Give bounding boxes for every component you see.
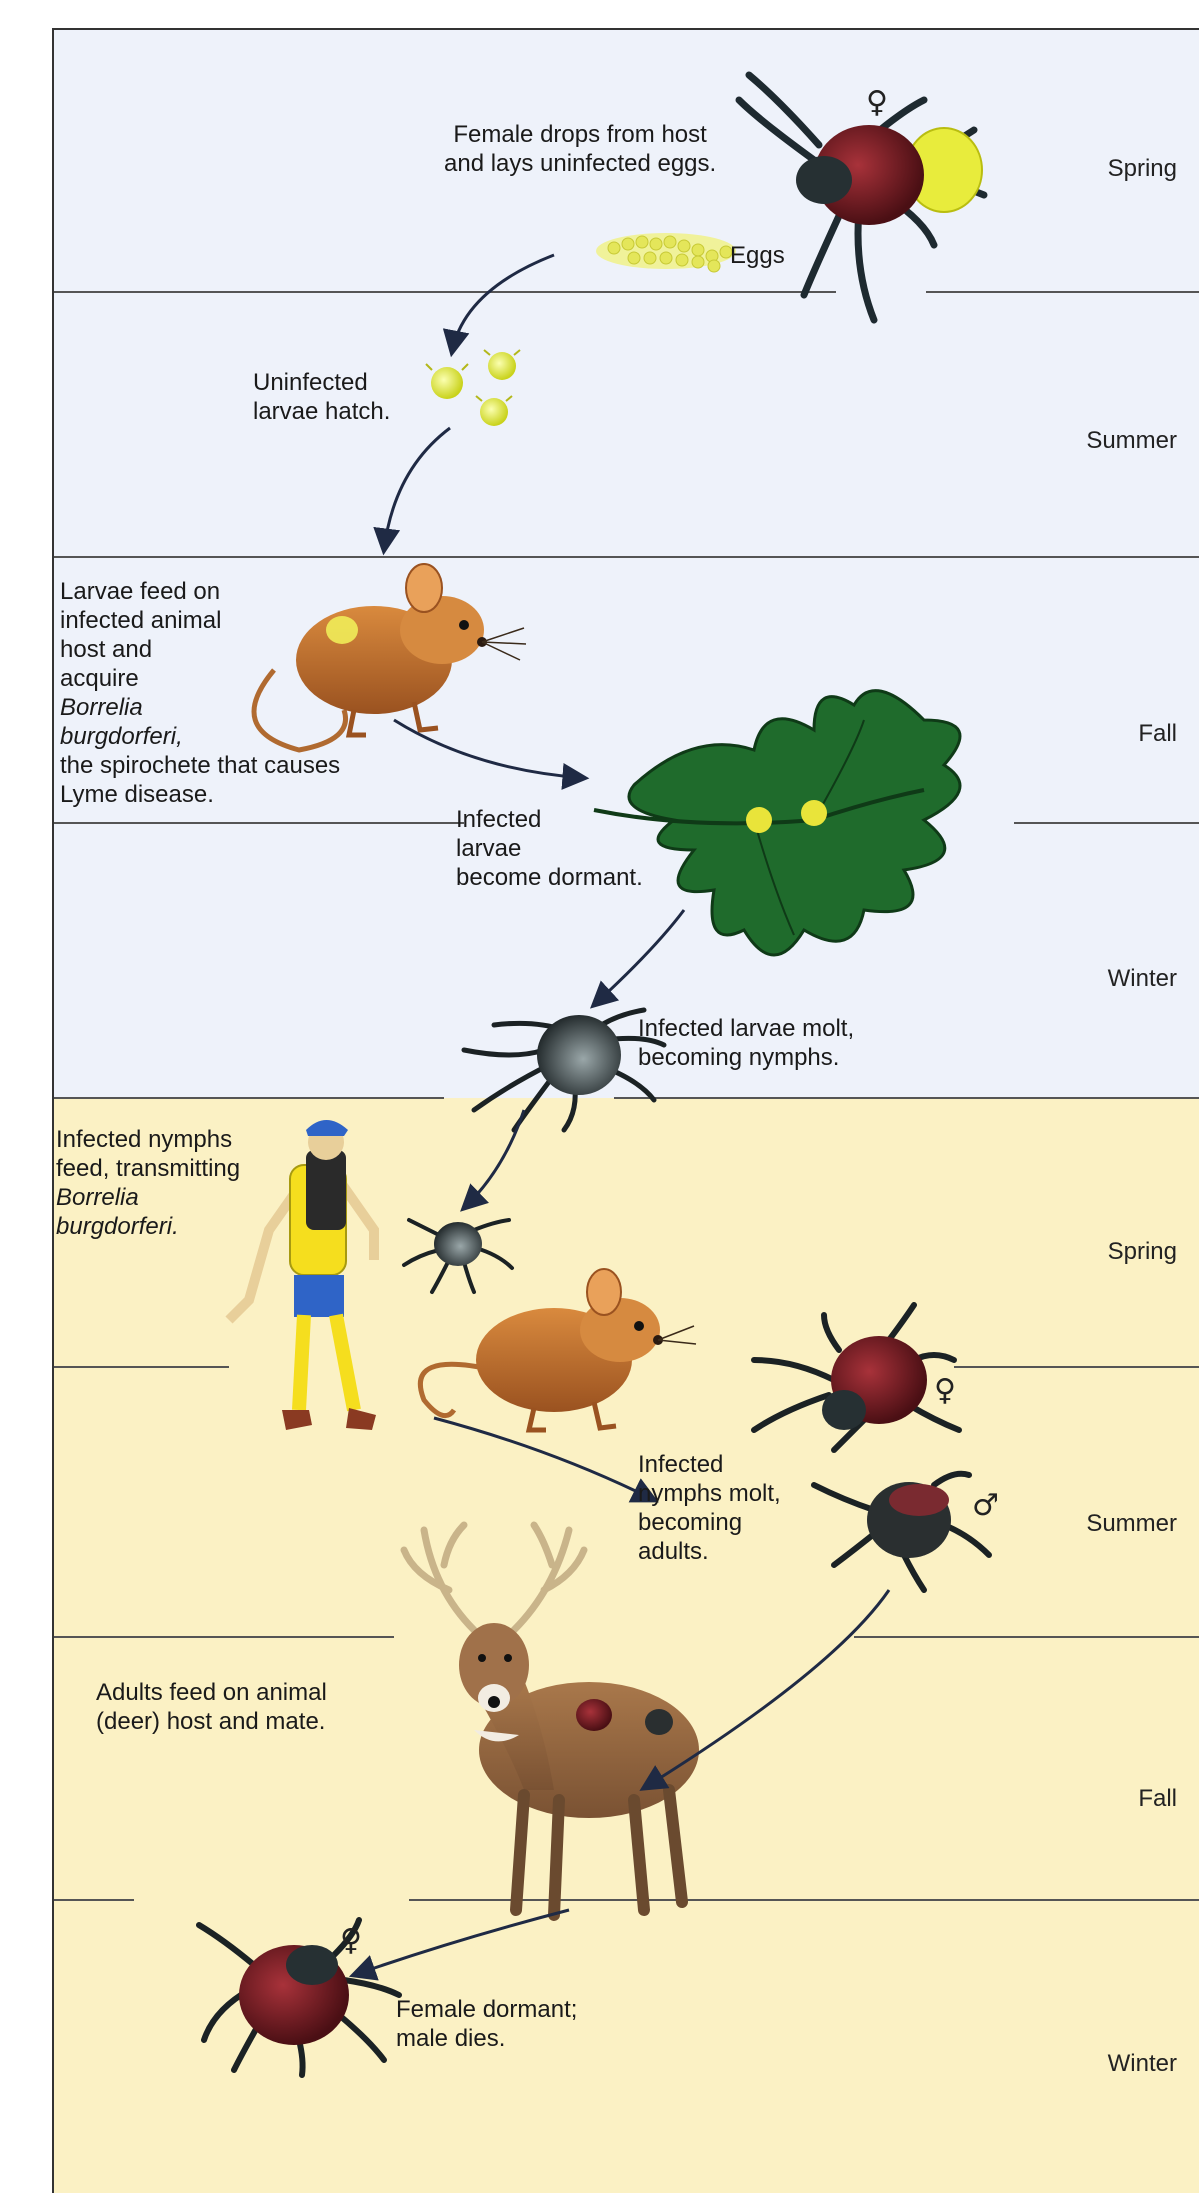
nymph-molting-icon [464, 1010, 664, 1130]
caption-female-dormant: Female dormant; male dies. [396, 1995, 577, 2053]
caption-eggs: Eggs [730, 241, 785, 270]
caption-female-drops: Female drops from host and lays uninfect… [444, 120, 716, 178]
adult-male-tick-icon: ♂ [814, 1474, 999, 1590]
diagram-artwork: ♀ [54, 30, 1199, 2193]
caption-nymphs-molt: Infected nymphs molt, becoming adults. [638, 1450, 781, 1566]
larvae-icon [426, 350, 520, 426]
oak-leaf-icon [594, 691, 960, 955]
lifecycle-diagram: Spring Summer Fall Winter Spring Summer … [52, 28, 1199, 2193]
season-dividers [54, 292, 1199, 1900]
male-symbol: ♂ [972, 1488, 999, 1523]
adult-female-tick-icon: ♀ [754, 1305, 959, 1450]
female-tick-laying-eggs: ♀ [739, 75, 984, 320]
female-symbol: ♀ [866, 85, 888, 120]
mouse-host-icon-2 [420, 1269, 696, 1430]
female-symbol-3: ♀ [340, 1923, 362, 1958]
deer-host-icon [404, 1525, 699, 1915]
dormant-female-tick-icon: ♀ [199, 1920, 399, 2075]
caption-larvae-feed: Larvae feed on infected animal host and … [60, 577, 340, 809]
eggs-icon [596, 233, 736, 272]
caption-nymphs-feed: Infected nymphs feed, transmitting Borre… [56, 1125, 240, 1241]
nymph-icon [404, 1220, 512, 1292]
female-symbol-2: ♀ [934, 1373, 956, 1408]
caption-larvae-molt: Infected larvae molt, becoming nymphs. [638, 1014, 854, 1072]
hiker-icon [229, 1120, 376, 1430]
caption-larvae-hatch: Uninfected larvae hatch. [253, 368, 390, 426]
caption-larvae-dormant: Infected larvae become dormant. [456, 805, 643, 892]
caption-adults-feed: Adults feed on animal (deer) host and ma… [96, 1678, 327, 1736]
